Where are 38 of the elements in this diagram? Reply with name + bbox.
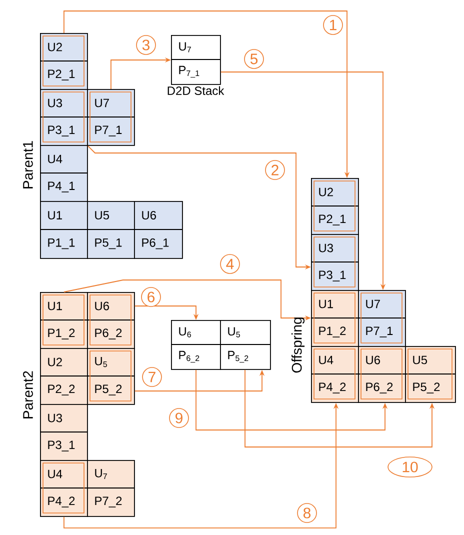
gene-block: U$_{5}$ P5_2 <box>86 348 135 405</box>
edge-label: 8 <box>297 503 317 523</box>
gene-block: U$_{7}$ P7_2 <box>86 460 135 517</box>
group-label: Parent2 <box>23 371 33 418</box>
edge-label: 6 <box>141 287 161 307</box>
edge-label: 9 <box>169 408 189 428</box>
gene-block: U4 P4_2 <box>310 346 359 403</box>
gene-block: U2 P2_2 <box>40 348 88 405</box>
gene-block: U1 P1_2 <box>40 292 88 349</box>
edge-label: 10 <box>388 456 432 478</box>
gene-block: U5 P5_1 <box>86 201 135 259</box>
gene-block: U3 P3_1 <box>40 89 88 146</box>
gene-block: U5 P5_2 <box>404 346 456 403</box>
gene-block: U1 P1_1 <box>40 201 88 259</box>
gene-block: U7 P7_1 <box>86 89 135 146</box>
gene-block: U6 P6_1 <box>134 201 183 259</box>
edge-label: 2 <box>265 160 285 180</box>
gene-block: U3 P3_1 <box>310 234 359 291</box>
edge-label: 3 <box>136 35 156 55</box>
gene-block: U$_{7}$ P$_{7_1}$ D2D Stack <box>168 35 224 95</box>
gene-block: U2 P2_1 <box>40 33 88 90</box>
gene-block: U$_{5}$ P$_{5_2}$ <box>220 320 271 370</box>
group-label: Offspring <box>291 318 305 373</box>
edge-label: 1 <box>323 15 343 35</box>
edge-label: 4 <box>220 254 240 274</box>
gene-block: U2 P2_1 <box>310 178 359 235</box>
gene-block: U4 P4_1 <box>40 145 88 202</box>
edge-label: 7 <box>142 367 162 387</box>
gene-block: U6 P6_2 <box>86 292 135 349</box>
gene-block: U3 P3_1 <box>40 404 88 461</box>
gene-block: U7 P7_1 <box>358 290 406 347</box>
gene-block: U6 P6_2 <box>358 346 406 403</box>
edge-label: 5 <box>244 49 264 69</box>
group-label: Parent1 <box>23 141 33 188</box>
gene-block: U1 P1_2 <box>310 290 359 347</box>
gene-block: U4 P4_2 <box>40 460 88 517</box>
gene-block: U$_{6}$ P$_{6_2}$ <box>170 320 221 370</box>
node-label: D2D Stack <box>168 86 224 96</box>
